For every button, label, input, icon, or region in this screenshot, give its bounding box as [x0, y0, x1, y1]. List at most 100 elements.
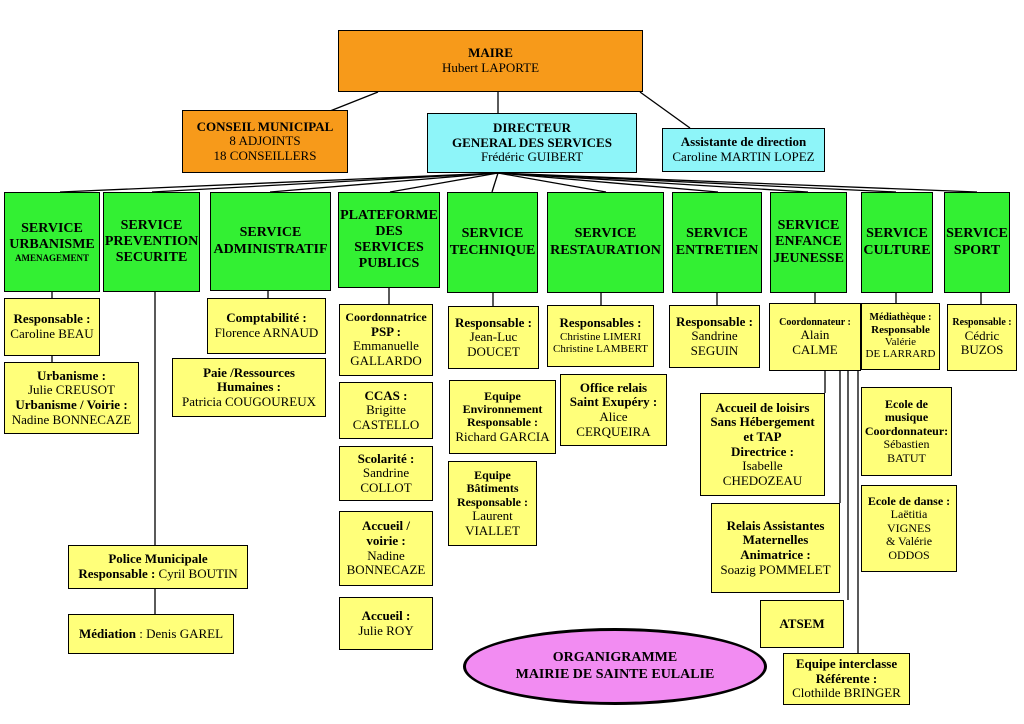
musique-name2: BATUT	[887, 450, 926, 465]
service-sport: SERVICE SPORT	[944, 192, 1010, 293]
police-resp-label: Responsable :	[78, 566, 156, 581]
ram-l2: Maternelles	[742, 532, 809, 548]
service-enfance-jeunesse: SERVICE ENFANCE JEUNESSE	[770, 192, 847, 293]
alsh-name2: CHEDOZEAU	[722, 472, 803, 488]
ram-l1: Relais Assistantes	[726, 517, 825, 533]
psp-name1: Emmanuelle	[353, 338, 419, 354]
service-urbanisme-l3: AMENAGEMENT	[15, 252, 89, 263]
directeur-name: Frédéric GUIBERT	[480, 149, 584, 165]
service-prevention-l2: PREVENTION	[104, 233, 199, 249]
scolarite-box: Scolarité : Sandrine COLLOT	[339, 446, 433, 501]
ecole-danse-box: Ecole de danse : Laëtitia VIGNES & Valér…	[861, 485, 957, 572]
accueil-voirie-label1: Accueil /	[361, 518, 410, 534]
danse-l1: Ecole de danse :	[867, 493, 951, 508]
alsh-l1: Accueil de loisirs	[715, 399, 810, 415]
enfance-coord-label: Coordonnateur :	[779, 316, 851, 328]
musique-l1: Ecole de	[885, 396, 928, 411]
entretien-resp-box: Responsable : Sandrine SEGUIN	[669, 305, 760, 368]
conseil-adjoints: 8 ADJOINTS	[229, 133, 301, 149]
office-name2: CERQUEIRA	[576, 423, 651, 439]
entretien-resp-name2: SEGUIN	[690, 342, 739, 358]
alsh-name1: Isabelle	[742, 458, 783, 474]
entretien-resp-label: Responsable :	[676, 313, 753, 329]
bat-name2: VIALLET	[465, 522, 520, 538]
service-plateforme: PLATEFORME DES SERVICES PUBLICS	[338, 192, 440, 288]
alsh-l3: et TAP	[743, 428, 782, 444]
bat-label3: Responsable :	[456, 494, 528, 509]
conseil-conseillers: 18 CONSEILLERS	[213, 147, 317, 163]
service-urbanisme-l2: URBANISME	[9, 236, 95, 252]
paie-label1: Paie /Ressources	[203, 364, 295, 380]
compta-label: Comptabilité :	[226, 310, 307, 326]
service-plateforme-l1: PLATEFORME	[340, 207, 438, 223]
service-culture-l1: SERVICE	[866, 226, 928, 242]
mediation-name: : Denis GAREL	[139, 625, 224, 641]
ccas-box: CCAS : Brigitte CASTELLO	[339, 382, 433, 439]
sport-resp-name2: BUZOS	[960, 342, 1004, 358]
assistante-box: Assistante de direction Caroline MARTIN …	[662, 128, 825, 172]
psp-label2: PSP :	[371, 323, 401, 339]
musique-l3: Coordonnateur:	[864, 423, 949, 438]
service-plateforme-l2: DES	[375, 223, 403, 239]
technique-resp-name1: Jean-Luc	[469, 329, 518, 345]
danse-name4: ODDOS	[888, 547, 930, 562]
env-label3: Responsable :	[466, 415, 538, 430]
paie-rh-box: Paie /Ressources Humaines : Patricia COU…	[172, 358, 326, 417]
accueil-voirie-name1: Nadine	[367, 547, 405, 563]
equipe-batiments-box: Equipe Bâtiments Responsable : Laurent V…	[448, 461, 537, 546]
scolarite-label: Scolarité :	[357, 450, 415, 466]
accueil-voirie-name2: BONNECAZE	[346, 562, 426, 578]
ram-l3: Animatrice :	[740, 547, 811, 562]
technique-resp-box: Responsable : Jean-Luc DOUCET	[448, 306, 539, 369]
atsem-box: ATSEM	[760, 600, 844, 648]
service-enfance-l3: JEUNESSE	[773, 250, 844, 266]
accueil-label: Accueil :	[361, 607, 411, 623]
service-urbanisme: SERVICE URBANISME AMENAGEMENT	[4, 192, 100, 292]
maire-box: MAIRE Hubert LAPORTE	[338, 30, 643, 92]
accueil-name: Julie ROY	[358, 622, 414, 638]
media-name2: DE LARRARD	[865, 348, 936, 361]
urbanisme-resp-name: Caroline BEAU	[10, 326, 94, 341]
danse-name1: Laëtitia	[890, 507, 928, 522]
service-enfance-l1: SERVICE	[777, 218, 840, 234]
urbanisme-label1: Urbanisme :	[37, 367, 106, 383]
service-prevention-l1: SERVICE	[120, 217, 183, 233]
paie-label2: Humaines :	[217, 379, 281, 395]
assistante-name: Caroline MARTIN LOPEZ	[672, 149, 815, 164]
assistante-title: Assistante de direction	[680, 134, 807, 150]
sport-resp-name1: Cédric	[964, 327, 1000, 343]
service-restauration-l2: RESTAURATION	[550, 242, 661, 258]
service-technique-l2: TECHNIQUE	[449, 242, 536, 258]
media-name1: Valérie	[884, 335, 917, 348]
service-entretien-l1: SERVICE	[686, 226, 748, 242]
mediatheque-box: Médiathèque : Responsable Valérie DE LAR…	[861, 303, 940, 370]
urbanisme-label2: Urbanisme / Voirie :	[15, 397, 128, 412]
service-administratif-l2: ADMINISTRATIF	[213, 241, 328, 257]
organigramme-caption: ORGANIGRAMME MAIRIE DE SAINTE EULALIE	[463, 628, 767, 705]
service-sport-l2: SPORT	[953, 242, 1001, 258]
bat-name1: Laurent	[472, 508, 513, 524]
office-label2: Saint Exupéry :	[569, 394, 658, 410]
technique-resp-label: Responsable :	[455, 314, 532, 330]
conseil-municipal-box: CONSEIL MUNICIPAL 8 ADJOINTS 18 CONSEILL…	[182, 110, 348, 173]
enfance-coord-name2: CALME	[792, 341, 838, 357]
ecole-musique-box: Ecole de musique Coordonnateur: Sébastie…	[861, 387, 952, 476]
alsh-l4: Directrice :	[731, 443, 794, 459]
service-entretien-l2: ENTRETIEN	[675, 242, 759, 258]
service-entretien: SERVICE ENTRETIEN	[672, 192, 762, 293]
urbanisme-resp-label: Responsable :	[13, 311, 91, 327]
service-sport-l1: SERVICE	[946, 226, 1008, 242]
alsh-tap-box: Accueil de loisirs Sans Hébergement et T…	[700, 393, 825, 496]
restauration-resp-box: Responsables : Christine LIMERI Christin…	[547, 305, 654, 367]
accueil-voirie-label2: voirie :	[366, 532, 406, 548]
urbanisme-name1: Julie CREUSOT	[27, 382, 116, 398]
media-l2: Responsable	[871, 323, 930, 336]
entretien-resp-name1: Sandrine	[691, 328, 738, 344]
alsh-l2: Sans Hébergement	[710, 414, 815, 430]
office-name1: Alice	[599, 409, 628, 424]
psp-box: Coordonnatrice PSP : Emmanuelle GALLARDO	[339, 304, 433, 376]
bat-label2: Bâtiments	[466, 481, 519, 496]
police-title: Police Municipale	[108, 551, 208, 567]
service-culture-l2: CULTURE	[863, 242, 931, 258]
